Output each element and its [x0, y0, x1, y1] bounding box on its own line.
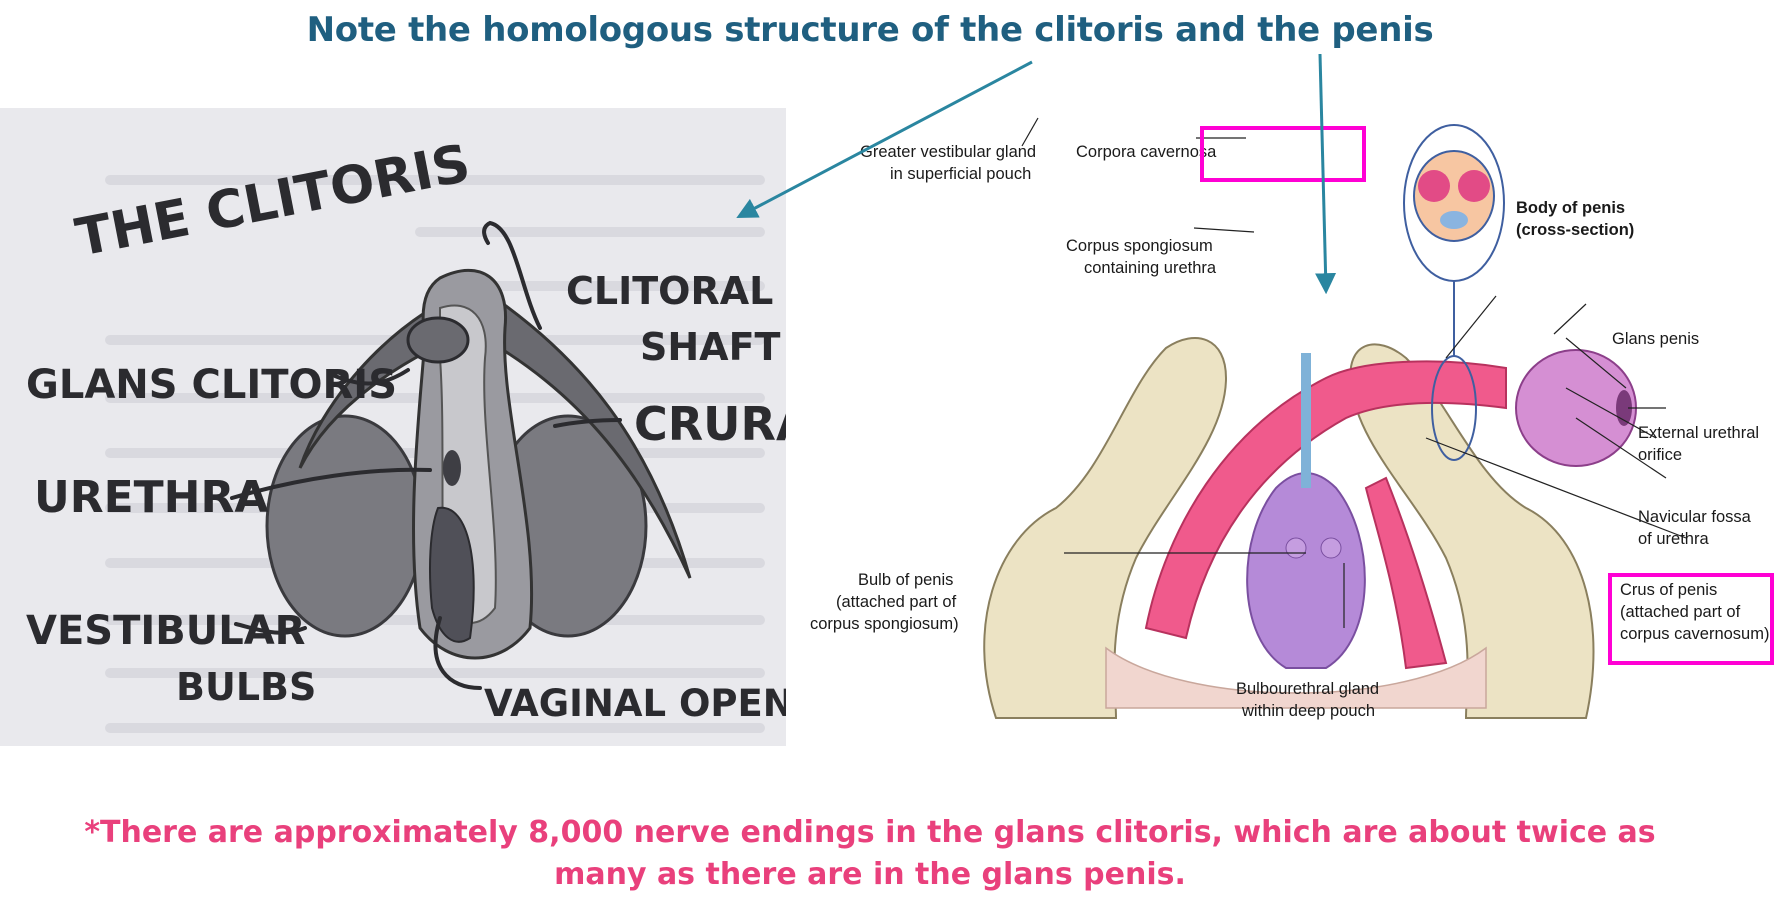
external-urethral-orifice — [1616, 390, 1632, 426]
corpus-cavernosum-left — [1418, 170, 1450, 202]
label-crus-2: (attached part of — [1620, 603, 1741, 621]
clitoris-heading: THE CLITORIS — [71, 134, 475, 269]
label-greater-vestibular-1: Greater vestibular gland — [860, 143, 1036, 161]
perineal-membrane — [1105, 646, 1487, 709]
label-crura: CRURA — [634, 397, 786, 451]
clitoris-drawing: THE CLITORIS CLITORAL SHAFT GLANS CLITOR… — [26, 134, 786, 733]
glans-clitoris-shape — [406, 316, 470, 364]
pubic-bone-right — [1349, 343, 1595, 719]
label-shaft: SHAFT — [640, 325, 781, 369]
footnote-line-2: many as there are in the glans penis. — [554, 857, 1186, 892]
label-navicular-1: Navicular fossa — [1638, 508, 1752, 526]
corpus-spongiosum-section — [1440, 211, 1468, 229]
bulbourethral-gland-right — [1320, 537, 1342, 559]
label-body-of-penis-2: (cross-section) — [1516, 221, 1634, 239]
highlight-corpora-cavernosa — [1200, 126, 1366, 182]
label-vaginal-opening: VAGINAL OPENING — [484, 682, 786, 725]
label-crus-3: corpus cavernosum) — [1620, 625, 1769, 643]
label-glans-penis: Glans penis — [1612, 330, 1699, 348]
label-corpora-cavernosa: Corpora cavernosa — [1076, 143, 1217, 161]
clitoris-illustration: THE CLITORIS CLITORAL SHAFT GLANS CLITOR… — [0, 108, 786, 746]
label-corpus-spongiosum-2: containing urethra — [1084, 259, 1217, 277]
label-bulbourethral-1: Bulbourethral gland — [1236, 680, 1379, 698]
label-bulb-2: (attached part of — [836, 593, 957, 611]
highlight-crus-of-penis — [1608, 573, 1774, 665]
crus-penis-right — [1364, 476, 1448, 670]
penis-anatomy-illustration: Greater vestibular gland in superficial … — [806, 108, 1786, 728]
crus-right — [493, 294, 692, 579]
label-clitoral: CLITORAL — [566, 269, 773, 313]
arrow-vaginal — [433, 616, 482, 690]
label-glans-clitoris: GLANS CLITORIS — [26, 362, 397, 408]
label-bulbs: BULBS — [176, 665, 316, 709]
arrow-crura — [553, 418, 622, 428]
bulbourethral-gland-left — [1285, 537, 1307, 559]
label-urethra: URETHRA — [34, 472, 268, 523]
label-corpus-spongiosum-1: Corpus spongiosum — [1066, 237, 1213, 255]
label-external-urethral-2: orifice — [1638, 446, 1682, 464]
label-bulb-3: corpus spongiosum) — [810, 615, 959, 633]
label-bulb-1: Bulb of penis — [858, 571, 953, 589]
vaginal-opening-shape — [429, 506, 475, 643]
footnote-line-1: *There are approximately 8,000 nerve end… — [84, 815, 1656, 850]
label-navicular-2: of urethra — [1638, 530, 1709, 548]
label-greater-vestibular-2: in superficial pouch — [890, 165, 1031, 183]
crus-penis-left — [1144, 360, 1507, 640]
pubic-bone-left — [983, 337, 1228, 719]
label-bulbourethral-2: within deep pouch — [1241, 702, 1375, 720]
bulb-of-penis — [1246, 472, 1366, 669]
label-body-of-penis-1: Body of penis — [1516, 199, 1625, 217]
arrow-urethra — [230, 467, 432, 500]
corpus-cavernosum-right — [1458, 170, 1490, 202]
urethra-shape — [443, 450, 461, 486]
arrow-glans — [333, 368, 410, 386]
slide-title: Note the homologous structure of the cli… — [306, 10, 1434, 50]
label-crus-1: Crus of penis — [1620, 581, 1717, 599]
arrow-vestibular — [234, 622, 307, 635]
penis-anatomy-drawing: Greater vestibular gland in superficial … — [810, 117, 1774, 720]
label-external-urethral-1: External urethral — [1638, 424, 1759, 442]
arrow-clitoral-shaft — [482, 220, 542, 330]
vestibular-bulb-left — [265, 414, 425, 638]
footnote: *There are approximately 8,000 nerve end… — [0, 812, 1740, 896]
